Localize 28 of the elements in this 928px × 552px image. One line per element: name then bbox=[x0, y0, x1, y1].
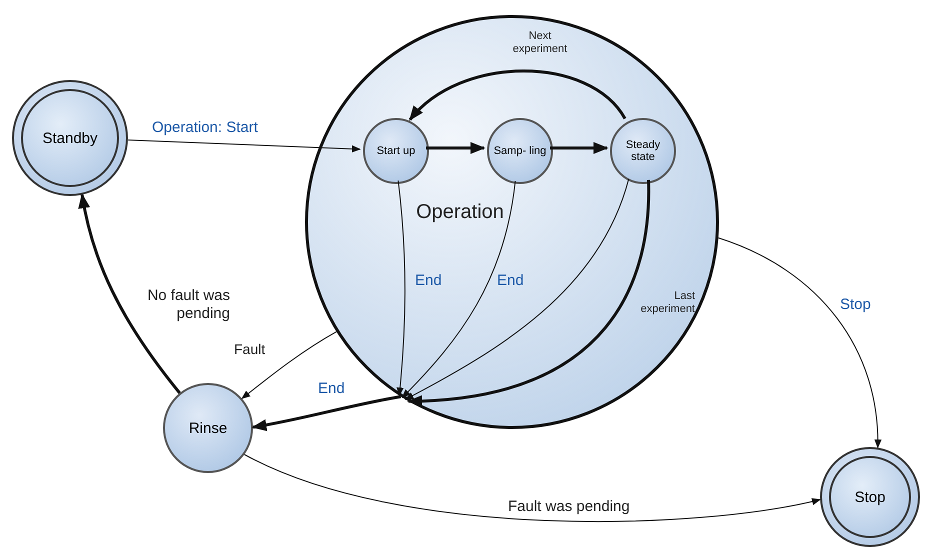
arrow bbox=[718, 237, 882, 448]
state-label: Stop bbox=[854, 488, 886, 506]
edge-label: Next experiment bbox=[512, 30, 568, 56]
edge-label: Stop bbox=[840, 296, 872, 314]
arrow bbox=[78, 193, 181, 394]
arrow bbox=[252, 395, 402, 431]
edge-label: No fault was pending bbox=[146, 287, 230, 323]
state-label: Operation bbox=[415, 201, 505, 224]
state-label: Rinse bbox=[188, 420, 228, 436]
arrow bbox=[241, 331, 337, 400]
edge-label: Fault was pending bbox=[508, 498, 631, 516]
arrow bbox=[128, 140, 361, 152]
edge-label: Fault bbox=[234, 341, 266, 358]
arrow bbox=[396, 180, 406, 396]
arrow bbox=[408, 70, 626, 121]
arrow bbox=[426, 142, 486, 154]
edge-label: End bbox=[497, 272, 525, 290]
edge-label: Operation: Start bbox=[152, 119, 259, 137]
state-label: Steady state bbox=[624, 139, 662, 163]
state-label: Samp- ling bbox=[494, 145, 546, 157]
state-label: Start up bbox=[376, 145, 416, 157]
arrow bbox=[402, 180, 516, 398]
edge-label: End bbox=[415, 272, 443, 290]
arrow bbox=[244, 454, 821, 522]
edge-label: End bbox=[318, 380, 346, 398]
arrow bbox=[550, 142, 608, 154]
edge-label: Last experiment bbox=[640, 290, 695, 316]
state-label: Standby bbox=[42, 130, 98, 146]
